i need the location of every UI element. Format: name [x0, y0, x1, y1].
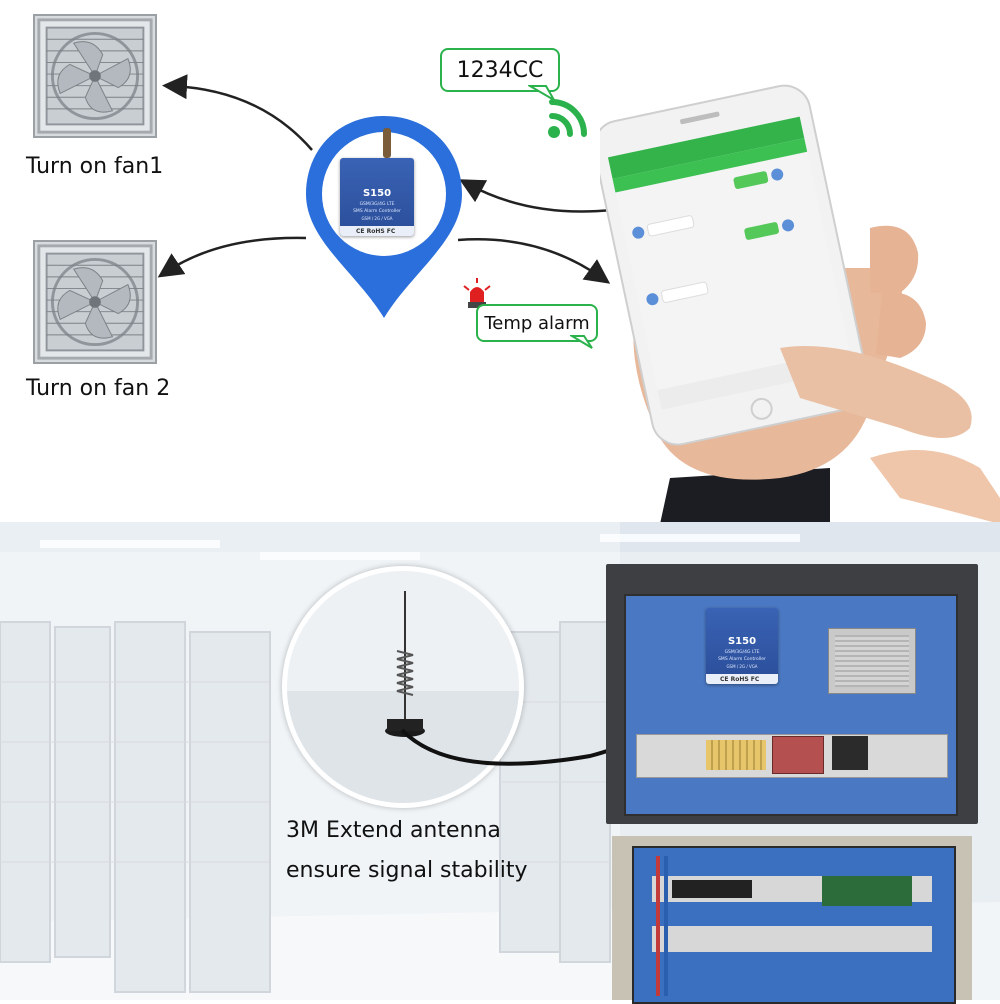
bubble-tail	[528, 85, 556, 102]
device-model: S150	[727, 636, 757, 647]
antenna-caption-line2: ensure signal stability	[286, 858, 528, 883]
sms-controller-device: S150 GSM/3G/4G LTE SMS Alarm Controller …	[340, 158, 414, 236]
fan1-image	[33, 14, 157, 138]
device-cert: CE RoHS FC	[356, 228, 396, 235]
sms-code-bubble: 1234CC	[440, 48, 560, 92]
hand-with-phone	[600, 84, 1000, 524]
fan2-image	[33, 240, 157, 364]
siren-icon	[463, 278, 491, 308]
fan-icon	[37, 244, 153, 360]
flow-arrows	[157, 74, 613, 284]
arrow-to-phone	[457, 238, 611, 284]
terminal-block	[706, 740, 766, 770]
arrow-to-fan1	[162, 74, 313, 151]
relay-block	[772, 736, 824, 774]
plc-module	[832, 736, 868, 770]
device-line1: GSM/3G/4G LTE	[359, 202, 395, 207]
sms-code-text: 1234CC	[456, 57, 544, 83]
electrical-cabinet	[606, 564, 978, 824]
device-cert: CE RoHS FC	[720, 676, 760, 683]
fan2-caption: Turn on fan 2	[26, 376, 171, 401]
fan-icon	[37, 18, 153, 134]
device-line2: SMS Alarm Controller	[353, 209, 401, 214]
arrow-to-fan2	[157, 236, 307, 278]
device-model: S150	[362, 188, 392, 199]
power-supply	[828, 628, 916, 694]
sms-controller-device-cabinet: S150 GSM/3G/4G LTE SMS Alarm Controller …	[706, 608, 778, 684]
device-line3: GSM / 2G / VGA	[726, 664, 758, 669]
wiring-cabinet	[612, 836, 972, 1004]
temp-alarm-text: Temp alarm	[484, 312, 590, 334]
device-line2: SMS Alarm Controller	[718, 657, 766, 662]
fan1-caption: Turn on fan1	[26, 154, 164, 179]
bubble-tail	[570, 335, 593, 349]
antenna-caption-line1: 3M Extend antenna	[286, 818, 501, 843]
wifi-signal-icon	[548, 99, 587, 138]
device-line3: GSM / 2G / VGA	[361, 216, 393, 221]
arrow-from-phone	[459, 179, 613, 213]
antenna-stub	[383, 128, 391, 158]
device-line1: GSM/3G/4G LTE	[724, 650, 760, 655]
